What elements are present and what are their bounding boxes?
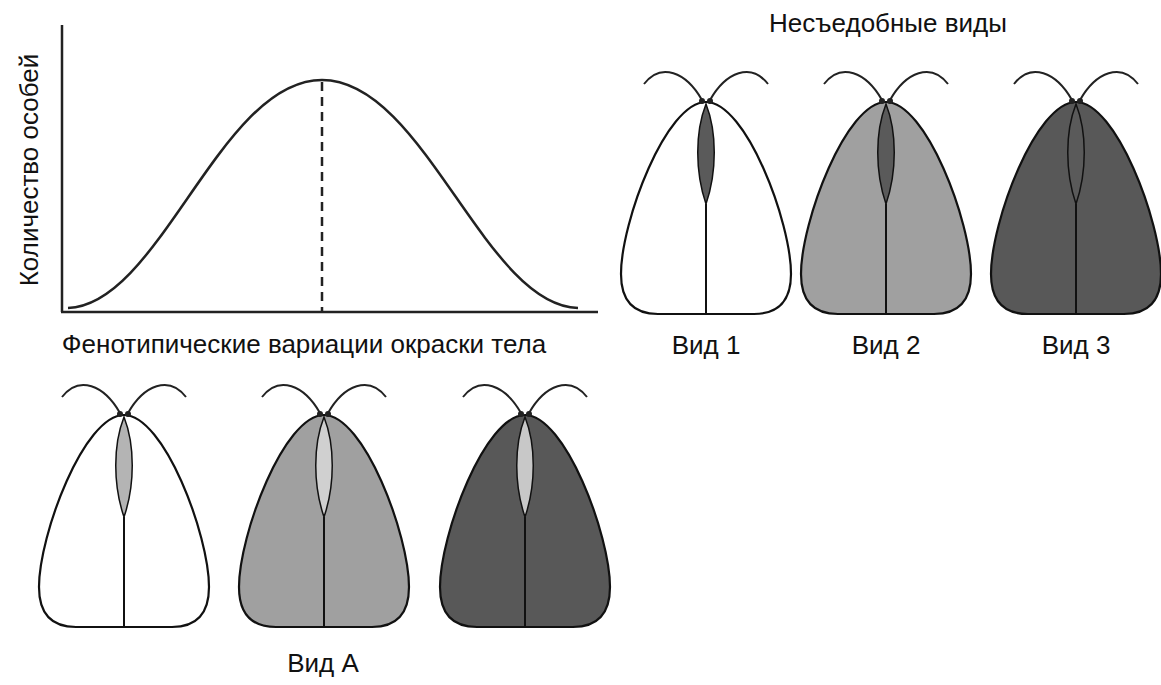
species-label: Вид 1 (672, 331, 741, 361)
mean-line (321, 82, 324, 311)
axis-title: Количество особей (15, 54, 45, 287)
moth-figure (440, 385, 610, 627)
chart-axes (61, 25, 598, 312)
species-label: Вид 3 (1042, 331, 1111, 361)
species-label: Вид А (287, 649, 359, 679)
group-heading: Несъедобные виды (769, 9, 1007, 39)
moth-figure (621, 72, 791, 314)
moth-figure (239, 385, 409, 627)
axis-title: Фенотипические вариации окраски тела (62, 330, 546, 360)
moth-figure (991, 72, 1161, 314)
species-label: Вид 2 (852, 331, 921, 361)
moth-figure (39, 385, 209, 627)
moth-figure (801, 72, 971, 314)
